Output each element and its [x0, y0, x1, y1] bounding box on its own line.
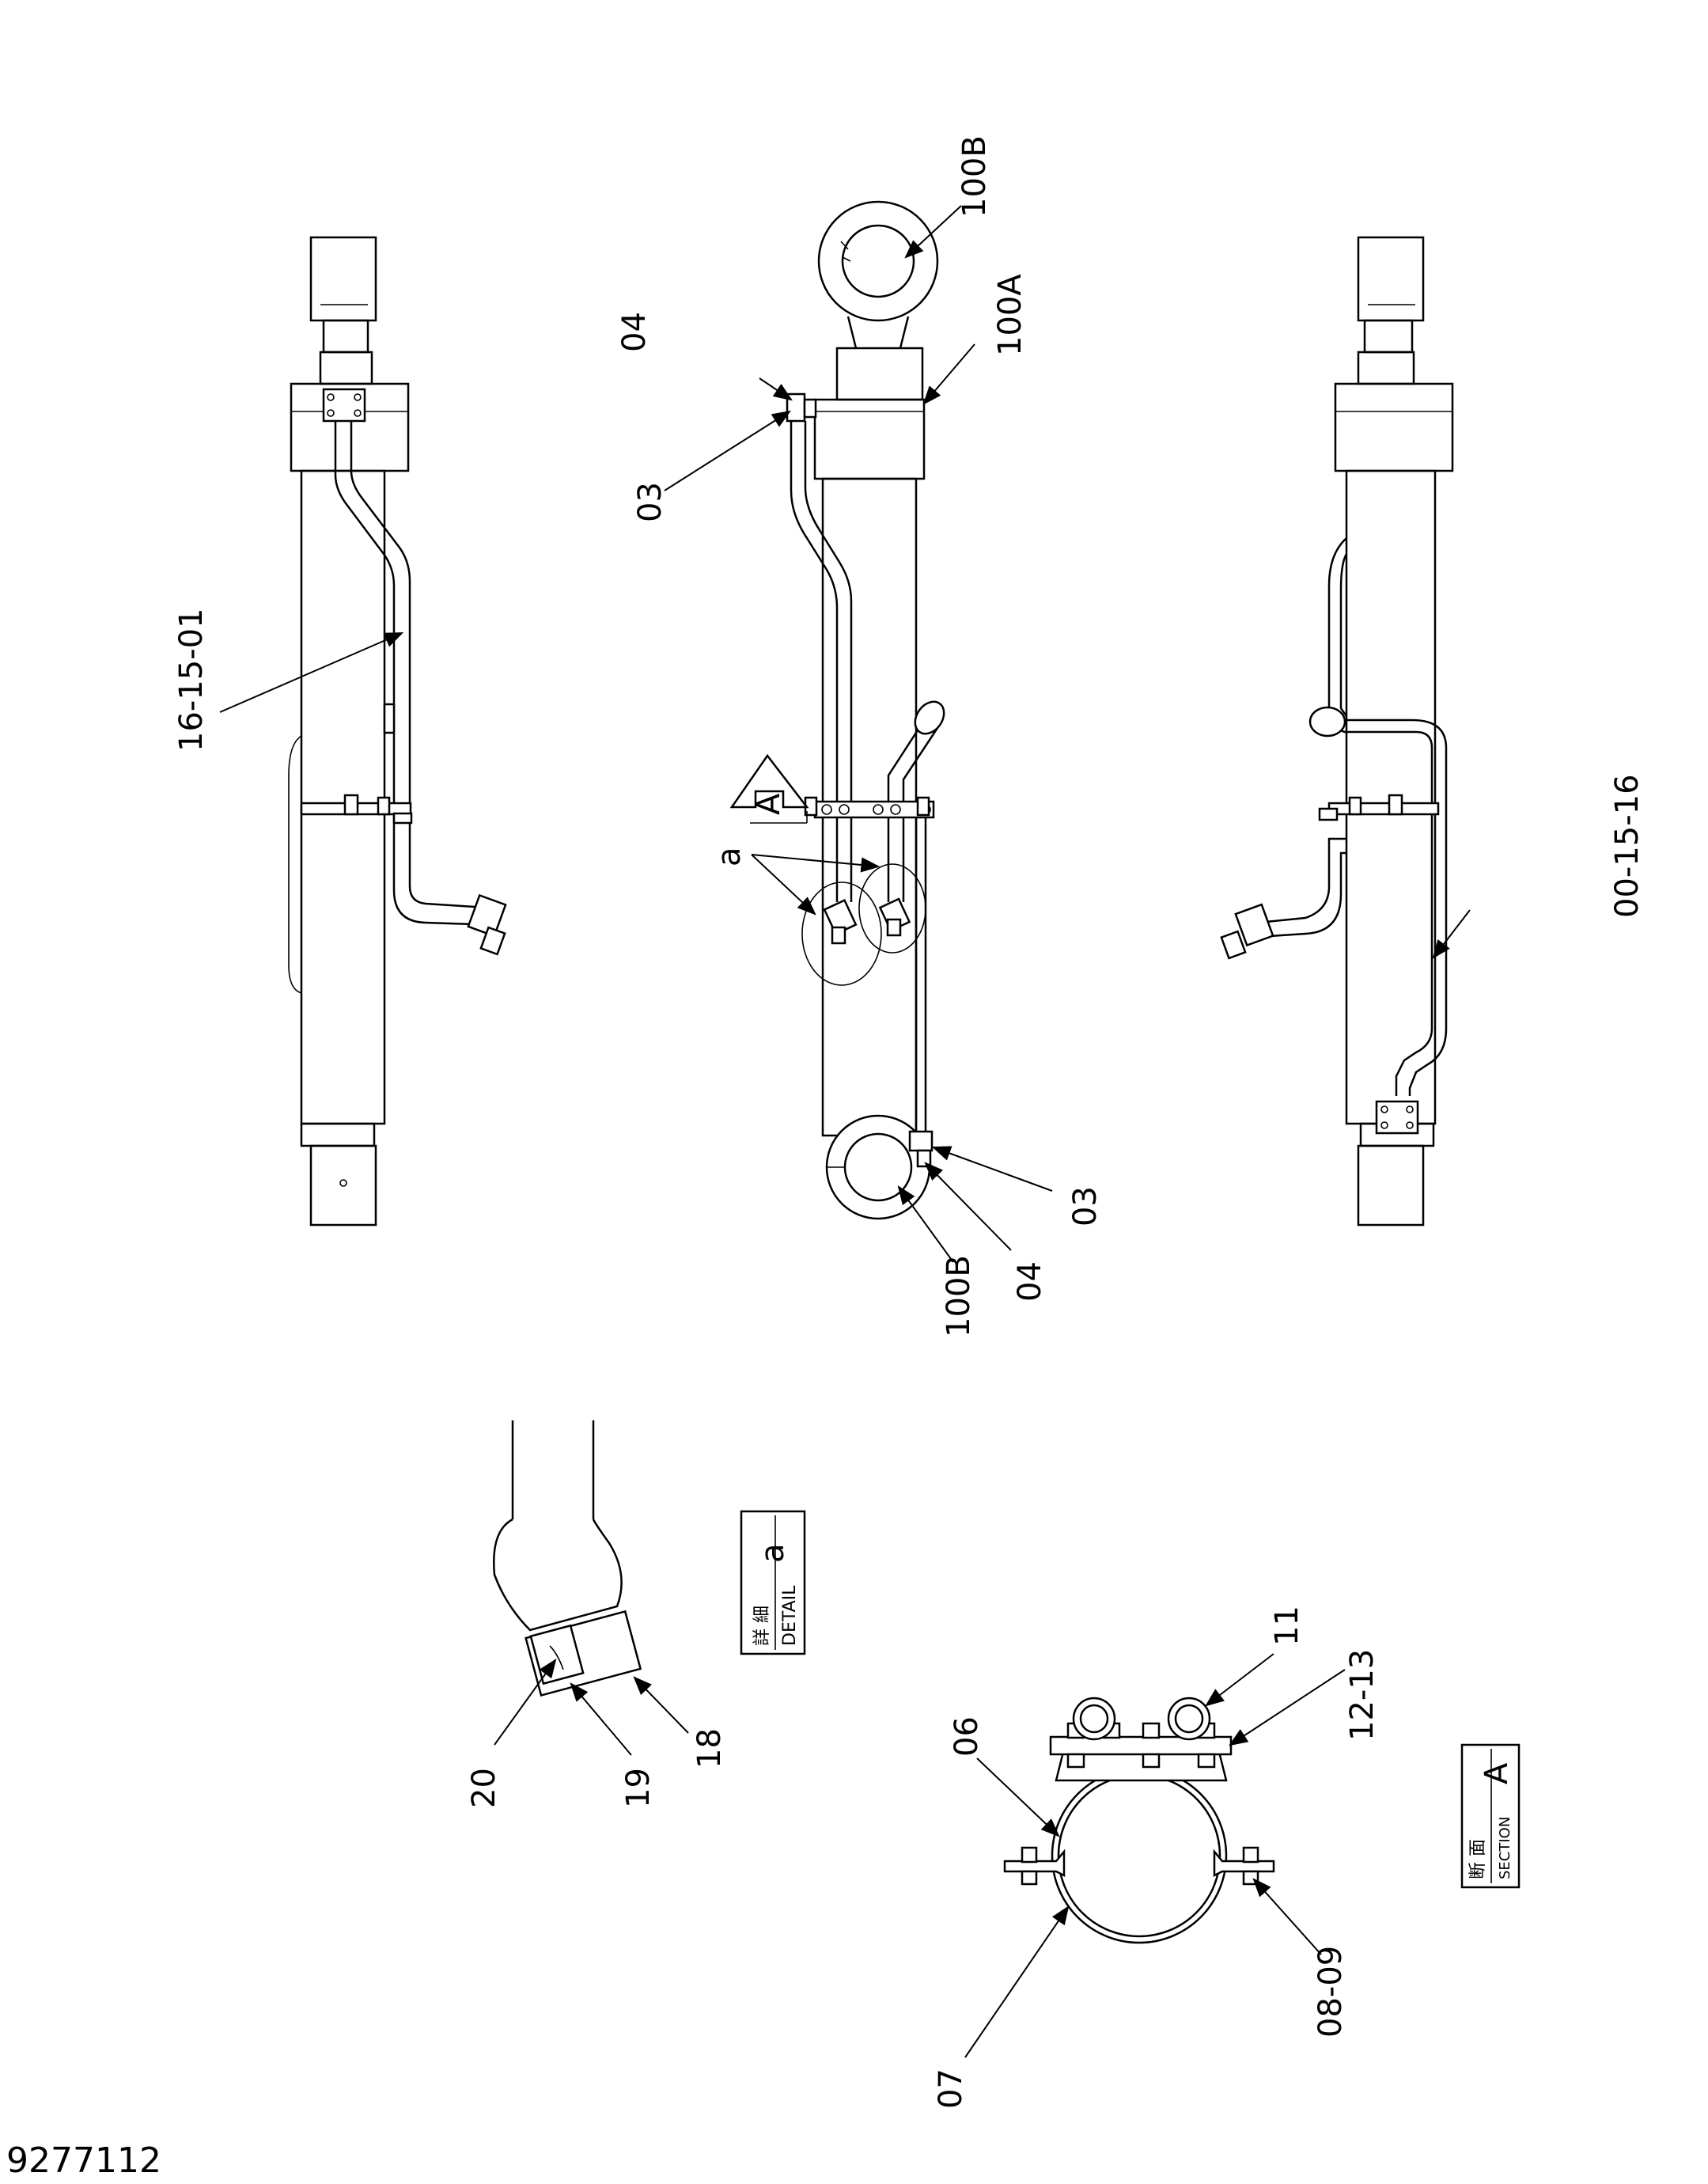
callout-04-bottom: 04	[1012, 1261, 1048, 1302]
detail-a-view	[493, 1420, 642, 1697]
callout-detail-a: a	[711, 847, 748, 866]
callout-20: 20	[466, 1768, 502, 1808]
detail-en-label: DETAIL	[780, 1585, 800, 1646]
callout-08-09: 08-09	[1312, 1946, 1349, 2038]
callout-right-view: 00-15-16	[1609, 774, 1646, 918]
right-cylinder-view	[1220, 236, 1454, 1227]
section-a-view	[1003, 1697, 1275, 1944]
callout-100A-top: 100A	[992, 274, 1028, 356]
callout-11: 11	[1269, 1606, 1305, 1646]
callout-04-top: 04	[616, 312, 653, 352]
detail-jp-label: 詳 細	[752, 1606, 772, 1646]
left-cylinder-view	[288, 236, 507, 1227]
detail-a-title-box: 詳 細 DETAIL a	[740, 1510, 806, 1655]
center-cylinder-view	[729, 200, 945, 1220]
callout-19: 19	[620, 1768, 657, 1808]
section-jp-label: 断 面	[1468, 1839, 1488, 1879]
callout-100B-bottom: 100B	[941, 1255, 977, 1337]
callout-07: 07	[933, 2068, 969, 2109]
callout-18: 18	[691, 1728, 728, 1769]
callout-12-13: 12-13	[1344, 1649, 1380, 1741]
section-en-label: SECTION	[1497, 1817, 1513, 1879]
leader-lines	[219, 205, 1471, 2058]
section-letter: A	[1479, 1762, 1515, 1784]
callout-labels: 16-15-01 04 03 100B 100A 00-15-16 100B 0…	[173, 135, 1646, 2109]
callout-view-marker-A: A	[751, 793, 787, 815]
callout-03-bottom: 03	[1067, 1186, 1104, 1227]
callout-03-top: 03	[632, 482, 668, 522]
callout-100B-top: 100B	[956, 135, 993, 218]
detail-letter: a	[755, 1543, 791, 1563]
callout-06: 06	[949, 1716, 985, 1757]
section-a-title-box: 断 面 SECTION A	[1460, 1743, 1521, 1889]
callout-left-view: 16-15-01	[173, 608, 210, 752]
drawing-number: 9277112	[6, 2140, 161, 2181]
